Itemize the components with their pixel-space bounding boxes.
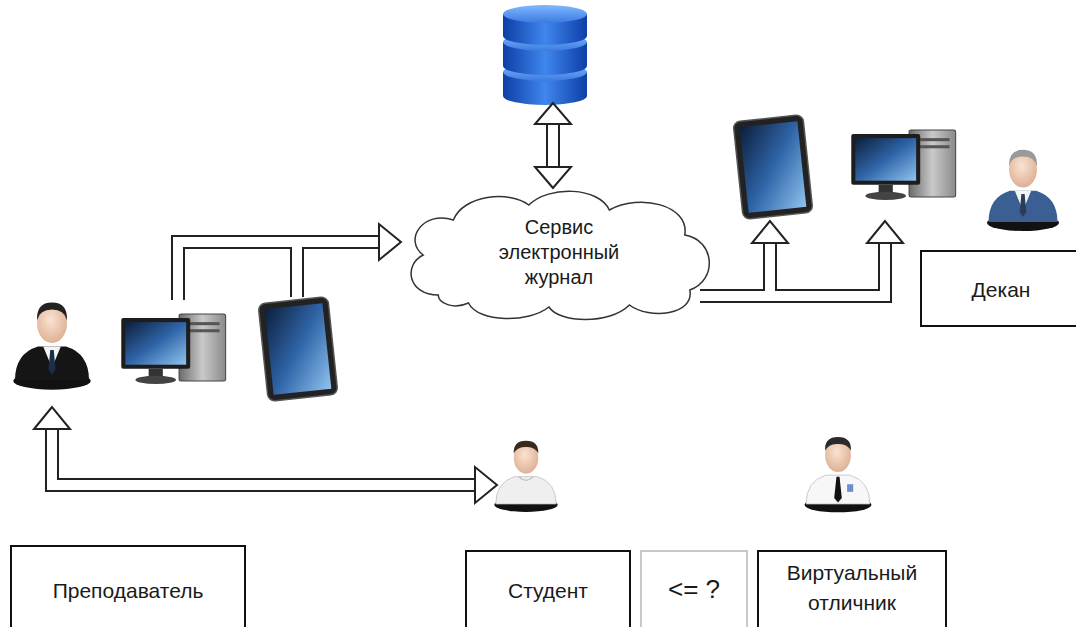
node-label: Студент xyxy=(508,578,588,603)
arrow-head xyxy=(752,221,788,243)
virtual-student-figure xyxy=(805,437,872,512)
arrow-head xyxy=(475,467,497,503)
database-link-arrow xyxy=(535,103,571,188)
teacher-figure xyxy=(13,303,90,390)
node-label: Преподаватель xyxy=(53,578,204,603)
arrow-shaft xyxy=(178,242,381,300)
cloud-service: Сервис электронный журнал xyxy=(398,185,720,320)
dean-tablet xyxy=(733,115,813,220)
role-box: Преподаватель xyxy=(10,545,246,627)
hollow-arrow xyxy=(700,221,903,296)
role-box: Студент xyxy=(465,550,631,627)
node-label: Декан xyxy=(972,277,1031,302)
node-label: Виртуальный отличник xyxy=(767,558,937,619)
role-box: Декан xyxy=(920,250,1076,327)
hollow-arrow xyxy=(34,407,497,503)
arrow-shaft xyxy=(292,242,302,297)
arrow-shaft xyxy=(700,242,885,296)
arrow-head xyxy=(34,407,70,429)
node-label: Сервис электронный журнал xyxy=(489,215,629,290)
arrow-shaft xyxy=(763,242,777,296)
arrow-shaft xyxy=(290,242,304,297)
dean-figure xyxy=(987,150,1059,231)
database-icon xyxy=(503,5,587,105)
student-figure xyxy=(494,441,557,512)
compare-box: <= ? xyxy=(640,550,748,627)
arrow-head xyxy=(379,224,401,260)
arrow-head xyxy=(867,221,903,243)
node-label: <= ? xyxy=(668,574,720,605)
arrow-shaft xyxy=(52,427,477,485)
arrow-shaft xyxy=(700,242,885,296)
arrow-shaft xyxy=(765,242,775,296)
role-box: Виртуальный отличник xyxy=(757,550,947,627)
teacher-computer xyxy=(121,314,225,384)
hollow-arrow xyxy=(178,224,401,300)
arrow-shaft xyxy=(178,242,381,300)
teacher-tablet xyxy=(258,297,338,402)
dean-computer xyxy=(851,130,955,200)
arrow-shaft xyxy=(52,427,477,485)
